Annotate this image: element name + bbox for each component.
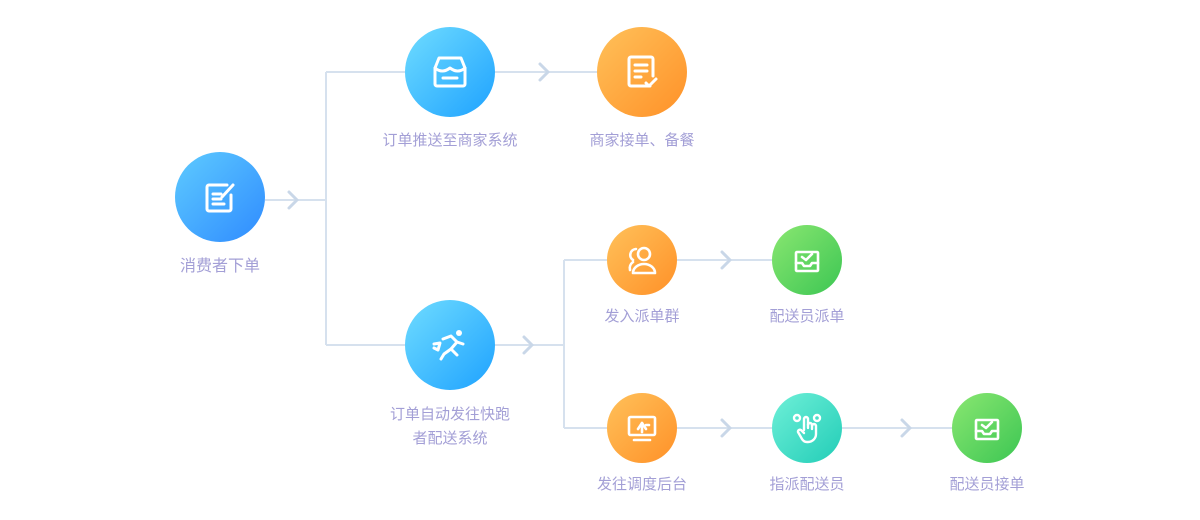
label-auto-dispatch-line1: 订单自动发往快跑	[389, 405, 510, 423]
arrow-chevron-3	[522, 335, 534, 355]
arrow-chevron-2	[538, 62, 550, 82]
label-dispatch-group: 发入派单群	[604, 307, 680, 325]
node-courier-accept	[952, 393, 1022, 463]
checklist-icon	[627, 55, 658, 88]
store-icon	[433, 56, 467, 88]
arrow-chevron-4	[720, 250, 732, 270]
arrow-chevron-1	[287, 190, 299, 210]
node-merchant-accept	[597, 27, 687, 117]
runner-icon	[432, 330, 465, 361]
inbox-check-icon	[794, 250, 820, 273]
label-courier-dispatch: 配送员派单	[769, 307, 845, 325]
label-auto-dispatch: 订单自动发往快跑 者配送系统	[365, 402, 535, 450]
node-assign-courier	[772, 393, 842, 463]
group-icon	[628, 246, 657, 275]
label-consumer-order: 消费者下单	[179, 256, 260, 275]
arrow-chevron-6	[900, 418, 912, 438]
hand-pointer-icon	[792, 413, 822, 444]
label-dispatch-backend: 发往调度后台	[596, 475, 687, 493]
label-auto-dispatch-line2: 者配送系统	[412, 429, 488, 447]
arrow-chevron-5	[720, 418, 732, 438]
monitor-icon	[627, 415, 657, 442]
node-dispatch-group	[607, 225, 677, 295]
node-push-merchant	[405, 27, 495, 117]
node-consumer-order	[175, 152, 265, 242]
label-push-merchant: 订单推送至商家系统	[382, 131, 518, 149]
node-auto-dispatch	[405, 300, 495, 390]
node-courier-dispatch	[772, 225, 842, 295]
label-courier-accept: 配送员接单	[949, 475, 1025, 493]
edit-icon	[205, 183, 235, 213]
inbox-check-icon	[974, 418, 1000, 441]
node-dispatch-backend	[607, 393, 677, 463]
label-assign-courier: 指派配送员	[769, 475, 845, 493]
label-merchant-accept: 商家接单、备餐	[589, 131, 695, 149]
